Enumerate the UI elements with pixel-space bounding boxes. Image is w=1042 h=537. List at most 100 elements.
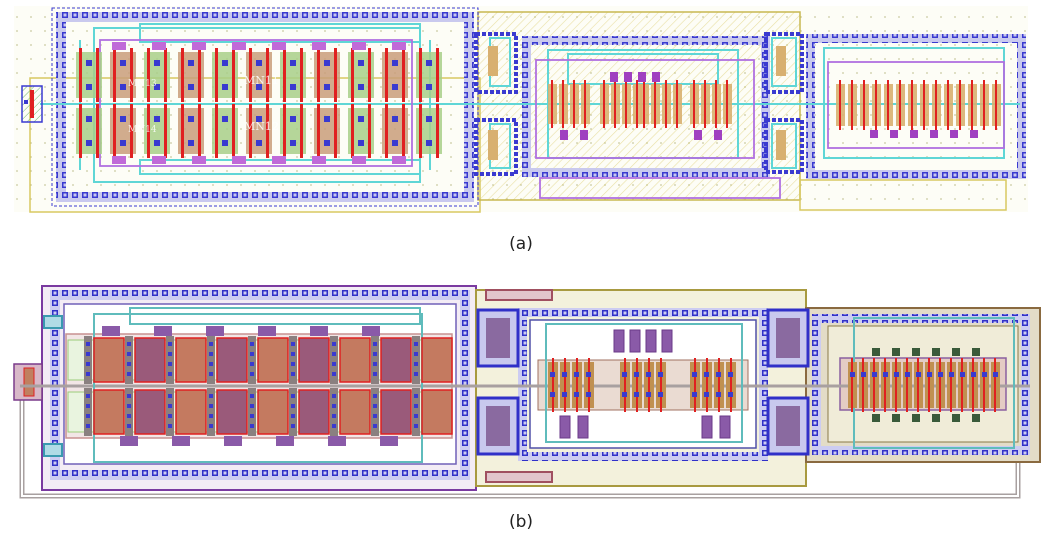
- input-device: [21, 85, 43, 123]
- contact: [332, 362, 336, 366]
- diffusion-finger: [776, 130, 786, 160]
- contact: [332, 404, 336, 408]
- gate-region: [298, 337, 330, 383]
- contact: [168, 404, 172, 408]
- poly-gate: [130, 104, 133, 158]
- contact: [872, 372, 877, 377]
- poly-gate: [232, 104, 235, 158]
- via: [312, 156, 326, 164]
- via: [694, 130, 702, 140]
- contact: [586, 392, 591, 397]
- poly-gate: [334, 48, 337, 102]
- contact: [646, 392, 651, 397]
- via: [970, 130, 978, 138]
- contact: [324, 116, 330, 122]
- contact: [209, 424, 213, 428]
- poly-gate: [564, 358, 566, 412]
- contact: [127, 404, 131, 408]
- contact: [250, 372, 254, 376]
- source-drain-strip: [84, 336, 92, 384]
- contact: [414, 362, 418, 366]
- poly-gate: [79, 104, 82, 158]
- contact: [209, 394, 213, 398]
- contact: [728, 372, 733, 377]
- source-drain-strip: [412, 336, 420, 384]
- contact: [222, 84, 228, 90]
- poly-gate: [983, 80, 985, 130]
- contact: [728, 392, 733, 397]
- contact: [222, 60, 228, 66]
- via: [352, 42, 366, 50]
- contact: [250, 342, 254, 346]
- poly-gate: [726, 80, 728, 128]
- contact: [373, 372, 377, 376]
- poly-gate: [704, 80, 706, 128]
- gate-region: [93, 337, 125, 383]
- contact: [894, 372, 899, 377]
- contact: [373, 352, 377, 356]
- contact: [127, 424, 131, 428]
- poly-gate: [249, 104, 252, 158]
- poly-gate: [164, 104, 167, 158]
- poly-gate: [928, 358, 930, 412]
- contact: [209, 414, 213, 418]
- via: [206, 326, 224, 336]
- poly-gate: [147, 48, 150, 102]
- poly-gate: [419, 104, 422, 158]
- poly-gate: [887, 80, 889, 130]
- via: [892, 414, 900, 422]
- contact: [154, 116, 160, 122]
- contact: [392, 60, 398, 66]
- poly-gate: [939, 358, 941, 412]
- source-drain-strip: [125, 336, 133, 384]
- contact: [324, 60, 330, 66]
- contact: [222, 116, 228, 122]
- contact: [290, 116, 296, 122]
- contact: [332, 424, 336, 428]
- poly-gate: [552, 358, 554, 412]
- poly-gate: [351, 104, 354, 158]
- contact: [883, 372, 888, 377]
- contact: [905, 372, 910, 377]
- contact: [550, 392, 555, 397]
- contact: [971, 372, 976, 377]
- via: [972, 348, 980, 356]
- source-drain-strip: [84, 388, 92, 436]
- contact: [373, 362, 377, 366]
- poly-gate: [899, 80, 901, 130]
- contact: [426, 116, 432, 122]
- contact: [716, 392, 721, 397]
- contact: [209, 342, 213, 346]
- contact: [291, 414, 295, 418]
- gate-region: [421, 337, 453, 383]
- via: [154, 326, 172, 336]
- via: [638, 72, 646, 82]
- poly-gate: [198, 104, 201, 158]
- contact: [916, 372, 921, 377]
- gate-region: [257, 389, 289, 435]
- poly-gate: [402, 104, 405, 158]
- contact: [646, 372, 651, 377]
- contact: [168, 414, 172, 418]
- contact: [250, 424, 254, 428]
- contact: [154, 84, 160, 90]
- contact: [256, 60, 262, 66]
- contact: [291, 362, 295, 366]
- gate-region: [216, 389, 248, 435]
- poly-gate: [906, 358, 908, 412]
- poly-gate: [79, 48, 82, 102]
- device-label: MN14: [128, 125, 157, 135]
- poly-gate: [648, 358, 650, 412]
- small-guard-rings: [474, 32, 804, 176]
- contact: [222, 140, 228, 146]
- block-1: [41, 285, 477, 491]
- small-devices: [13, 308, 810, 456]
- guard-ring-block-3: [806, 34, 1026, 179]
- contact: [168, 424, 172, 428]
- contact: [414, 372, 418, 376]
- via: [912, 414, 920, 422]
- poly-gate: [950, 358, 952, 412]
- via: [652, 72, 660, 82]
- source-drain-strip: [289, 388, 297, 436]
- contact: [658, 372, 663, 377]
